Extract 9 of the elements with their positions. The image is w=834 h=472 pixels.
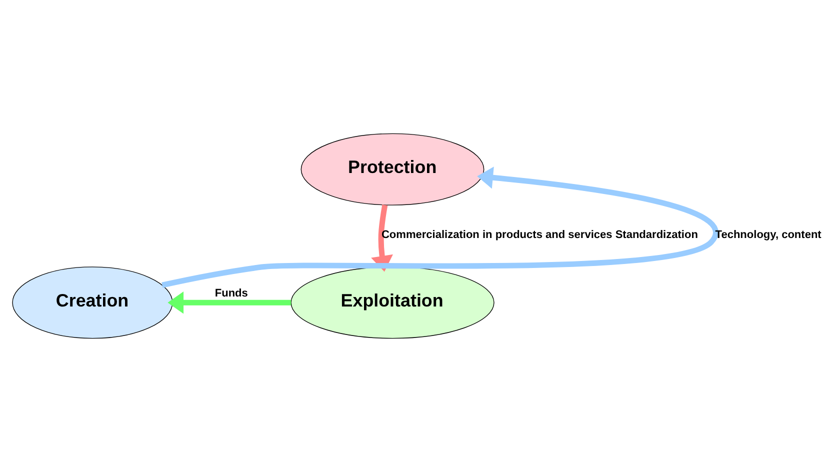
edge-label: Commercialization in products and services Standardization (381, 228, 698, 241)
node-ellipse: Exploitation (290, 266, 494, 339)
arrow (371, 204, 393, 272)
arrow (162, 166, 718, 288)
node-ellipse: Protection (300, 133, 484, 206)
node-ellipse: Creation (12, 266, 173, 339)
arrow (168, 292, 291, 314)
edge-label: Technology, content (715, 228, 822, 241)
edge-label: Funds (214, 287, 248, 300)
